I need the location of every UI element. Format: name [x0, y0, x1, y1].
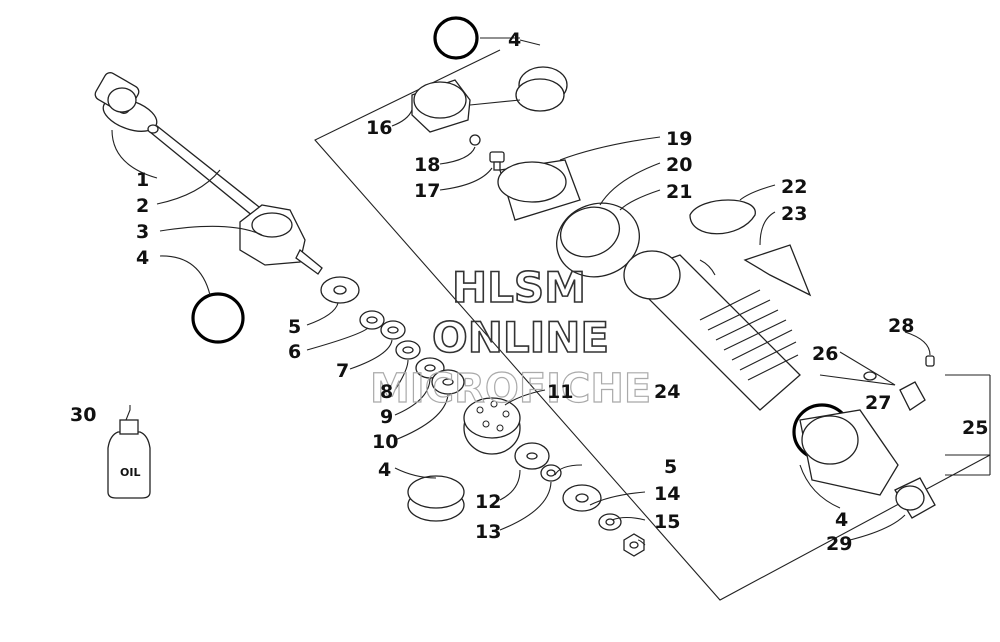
part-29-end-cap	[894, 477, 936, 519]
part-16-cap	[411, 79, 471, 133]
part-25-reservoir	[799, 409, 899, 496]
callout-27: 27	[865, 392, 891, 414]
part-17-valve	[489, 151, 505, 171]
part-27-28-valve	[899, 355, 935, 411]
callout-20: 20	[666, 154, 692, 176]
callout-4-top: 4	[508, 29, 521, 51]
exploded-view-outline	[314, 49, 991, 601]
callout-22: 22	[781, 176, 807, 198]
callout-9: 9	[380, 406, 393, 428]
part-10-shim	[431, 369, 465, 395]
callout-3: 3	[136, 221, 149, 243]
callout-5-left: 5	[288, 316, 301, 338]
part-27-seal	[863, 371, 877, 381]
part-5-washer	[320, 276, 360, 304]
part-6-washer	[359, 310, 385, 330]
part-22-disc	[689, 199, 756, 235]
callout-16: 16	[366, 117, 392, 139]
leader-lines	[111, 37, 931, 546]
oil-bottle-label: OIL	[120, 466, 140, 479]
callout-28: 28	[888, 315, 914, 337]
callout-30: 30	[70, 404, 96, 426]
callout-8: 8	[380, 381, 393, 403]
watermark-line-1: HLSM	[452, 263, 586, 312]
part-11-piston	[463, 397, 521, 455]
watermark-line-3: MICROFICHE	[370, 366, 651, 412]
callout-11: 11	[547, 381, 573, 403]
callout-4-left: 4	[136, 247, 149, 269]
callout-18: 18	[414, 154, 440, 176]
callout-19: 19	[666, 128, 692, 150]
part-19-bushing	[497, 159, 581, 221]
part-18-oring	[469, 134, 481, 146]
callout-17: 17	[414, 180, 440, 202]
callout-14: 14	[654, 483, 680, 505]
part-4-oring-left	[191, 292, 245, 344]
part-7-washer	[380, 320, 406, 340]
callout-5-right: 5	[664, 456, 677, 478]
part-5-washer-lower	[562, 484, 602, 512]
callout-21: 21	[666, 181, 692, 203]
part-24-spring-body	[623, 250, 801, 411]
callout-15: 15	[654, 511, 680, 533]
part-23-shield	[743, 244, 812, 297]
callout-23: 23	[781, 203, 807, 225]
callout-2: 2	[136, 195, 149, 217]
part-3-body	[239, 204, 323, 275]
part-13-washer	[540, 464, 562, 482]
part-15-nut	[623, 533, 645, 557]
callout-4-right: 4	[835, 509, 848, 531]
part-1-eyelet	[94, 72, 158, 132]
part-8-washer	[395, 340, 421, 360]
watermark-line-2: ONLINE	[432, 313, 609, 362]
part-4-wear-band-bottom	[407, 475, 465, 522]
callout-1: 1	[136, 169, 149, 191]
part-4-oring-top	[433, 16, 479, 60]
part-30-oil-bottle	[107, 405, 151, 499]
callout-12: 12	[475, 491, 501, 513]
callout-6: 6	[288, 341, 301, 363]
callout-4-bottom: 4	[378, 459, 391, 481]
part-12-washer	[514, 442, 550, 470]
part-4-wear-band-top	[515, 66, 568, 112]
part-20-21-adjuster-ring	[556, 202, 640, 278]
callout-10: 10	[372, 431, 398, 453]
callout-29: 29	[826, 533, 852, 555]
callout-13: 13	[475, 521, 501, 543]
callout-25: 25	[962, 417, 988, 439]
callout-26: 26	[812, 343, 838, 365]
part-14-washer	[598, 513, 622, 531]
callout-7: 7	[336, 360, 349, 382]
callout-24: 24	[654, 381, 680, 403]
